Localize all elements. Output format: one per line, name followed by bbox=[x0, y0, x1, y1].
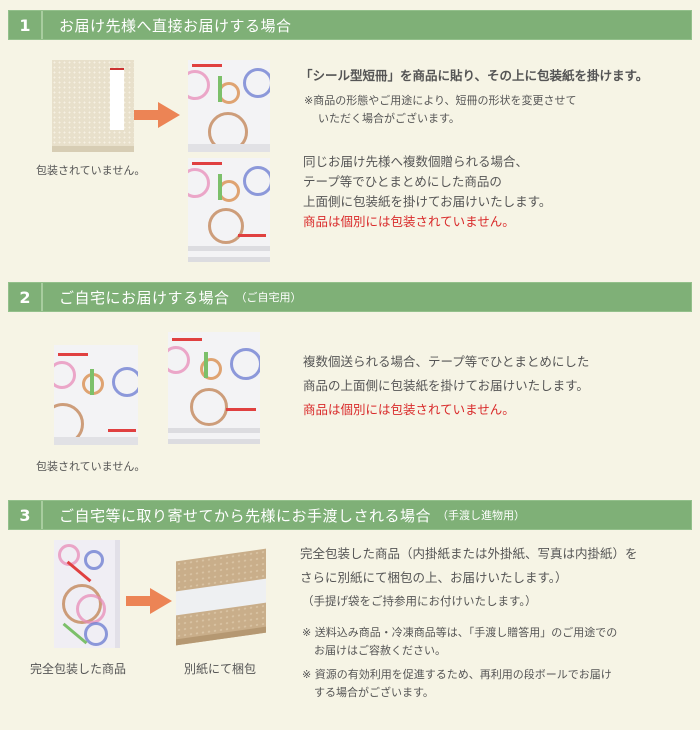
stacked-wrapped-box-image bbox=[188, 158, 270, 262]
section-3-body-line2: さらに別紙にて梱包の上、お届けいたします。） bbox=[300, 570, 568, 585]
section-1-warning: 商品は個別には包装されていません。 bbox=[303, 214, 515, 229]
section-2-body-line2: 商品の上面側に包装紙を掛けてお届けいたします。 bbox=[303, 378, 589, 393]
section-1-lead: 「シール型短冊」を商品に貼り、その上に包装紙を掛けます。 bbox=[300, 68, 649, 83]
section-3-header: 3 ご自宅等に取り寄せてから先様にお手渡しされる場合 （手渡し進物用） bbox=[8, 500, 692, 530]
section-2-header: 2 ご自宅にお届けする場合 （ご自宅用） bbox=[8, 282, 692, 312]
stacked-wrapped-box-image bbox=[168, 332, 260, 444]
caption-fully-wrapped: 完全包装した商品 bbox=[30, 662, 127, 676]
section-number: 1 bbox=[9, 11, 43, 39]
section-3-note2-line2: する場合がございます。 bbox=[314, 686, 434, 699]
section-3-paren-note: （手提げ袋をご持参用にお付けいたします。） bbox=[302, 594, 537, 608]
section-1-note-line1: ※商品の形態やご用途により、短冊の形状を変更させて bbox=[304, 94, 577, 107]
packing-label-band bbox=[176, 578, 266, 615]
section-3-body-line1: 完全包装した商品（内掛紙または外掛紙、写真は内掛紙）を bbox=[300, 546, 638, 561]
section-title: お届け先様へ直接お届けする場合 bbox=[59, 16, 292, 35]
tanzaku-label bbox=[110, 68, 124, 130]
right-arrow-icon bbox=[134, 102, 180, 128]
section-3-note1-line2: お届けはご容赦ください。 bbox=[314, 644, 446, 657]
section-subtitle: （ご自宅用） bbox=[235, 291, 302, 304]
section-3-note2-line1: ※ 資源の有効利用を促進するため、再利用の段ボールでお届け bbox=[302, 668, 612, 681]
section-2-warning: 商品は個別には包装されていません。 bbox=[303, 402, 515, 417]
section-1-body-line2: テープ等でひとまとめにした商品の bbox=[303, 174, 502, 189]
unwrapped-box-image bbox=[52, 60, 134, 152]
section-1-body-line3: 上面側に包装紙を掛けてお届けいたします。 bbox=[303, 194, 552, 209]
kraft-packed-box-image bbox=[176, 548, 266, 646]
caption-kraft-packed: 別紙にて梱包 bbox=[184, 662, 257, 676]
section-1-body-line1: 同じお届け先様へ複数個贈られる場合、 bbox=[303, 154, 529, 169]
section-3-note1-line1: ※ 送料込み商品・冷凍商品等は、「手渡し贈答用」のご用途での bbox=[302, 626, 618, 639]
section-number: 2 bbox=[9, 283, 43, 311]
section-2-body-line1: 複数個送られる場合、テープ等でひとまとめにした bbox=[303, 354, 590, 369]
wrapped-box-image bbox=[54, 345, 138, 445]
caption-unwrapped: 包装されていません。 bbox=[36, 460, 146, 473]
section-number: 3 bbox=[9, 501, 43, 529]
section-subtitle: （手渡し進物用） bbox=[437, 509, 526, 522]
caption-unwrapped: 包装されていません。 bbox=[36, 164, 146, 177]
wrapped-box-image bbox=[188, 60, 270, 152]
section-title: ご自宅にお届けする場合 bbox=[59, 288, 230, 307]
section-1-note-line2: いただく場合がございます。 bbox=[318, 112, 460, 125]
fully-wrapped-product-image bbox=[54, 540, 120, 648]
section-title: ご自宅等に取り寄せてから先様にお手渡しされる場合 bbox=[59, 506, 432, 525]
right-arrow-icon bbox=[126, 588, 172, 614]
section-1-header: 1 お届け先様へ直接お届けする場合 bbox=[8, 10, 692, 40]
